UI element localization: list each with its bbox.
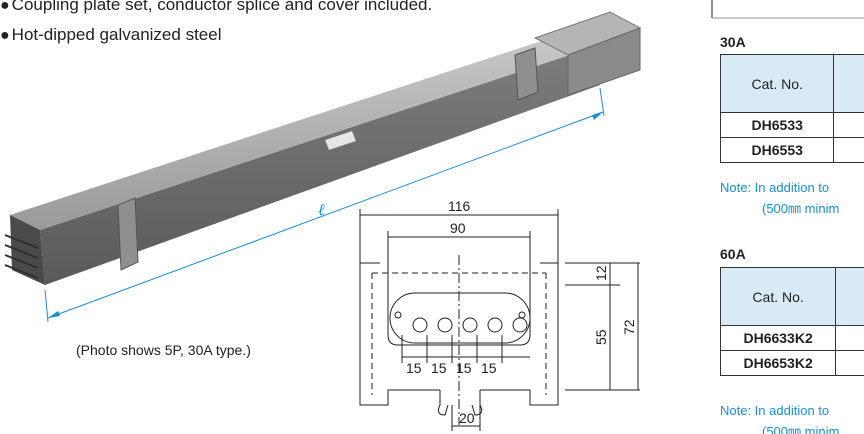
note-30a-line1: Note: In addition to [720, 180, 830, 195]
note-60a-line1: Note: In addition to [720, 403, 830, 418]
insulator [389, 292, 531, 344]
header-cell-extra [833, 54, 864, 113]
cat-no-header: Cat. No. [719, 267, 837, 326]
section-30a-label: 30A [720, 34, 746, 50]
product-photo: ℓ [4, 11, 642, 323]
row-cell-extra [835, 350, 864, 376]
row-cell-extra [835, 325, 864, 351]
dim-90-label: 90 [450, 220, 466, 236]
product-label [324, 130, 357, 151]
coupling-plate-front [117, 197, 139, 271]
cover-dashed [371, 272, 547, 395]
cat-no-cell: DH6633K2 [719, 325, 837, 351]
row-cell-extra [833, 137, 864, 163]
dim-55-label: 55 [593, 329, 609, 345]
length-symbol: ℓ [318, 202, 325, 219]
spec-panel: 30A Cat. No. DH6533 DH6553 Note: In addi… [700, 0, 864, 434]
cat-no-cell: DH6553 [719, 137, 835, 163]
note-60a-line2: (500㎜ minim [762, 424, 840, 434]
table-row: DH6653K2 [719, 350, 864, 376]
slot-hook-left [437, 390, 449, 416]
table-header-row: Cat. No. [719, 267, 864, 326]
bullet-text: Hot-dipped galvanized steel [11, 25, 222, 44]
bullet-coupling: ●Coupling plate set, conductor splice an… [0, 0, 432, 15]
arrow-left [48, 311, 60, 318]
end-cap-side [567, 27, 641, 96]
length-extension-right [599, 87, 605, 117]
coupling-plate-back [514, 47, 539, 101]
table-row: DH6633K2 [719, 325, 864, 351]
conductor-ends [4, 234, 39, 279]
table-header-row: Cat. No. [719, 54, 864, 113]
length-extension-left [44, 289, 49, 323]
dim-12-label: 12 [593, 265, 609, 281]
bullet-text: Coupling plate set, conductor splice and… [11, 0, 433, 14]
partial-drawing [711, 0, 864, 19]
header-cell-extra [835, 267, 864, 326]
dim-72-label: 72 [621, 319, 637, 335]
cat-no-cell: DH6533 [719, 112, 835, 138]
dim-116-label: 116 [448, 198, 471, 214]
section-60a-label: 60A [720, 246, 746, 262]
table-30a: Cat. No. DH6533 DH6553 [719, 54, 864, 163]
dim-pitch-2: 15 [431, 360, 447, 376]
housing-outline [359, 263, 559, 406]
dim-pitch-4: 15 [481, 360, 497, 376]
row-cell-extra [833, 112, 864, 138]
length-dimension-line [47, 111, 604, 319]
photo-caption: (Photo shows 5P, 30A type.) [76, 342, 251, 358]
cat-no-cell: DH6653K2 [719, 350, 837, 376]
table-row: DH6533 [719, 112, 864, 138]
table-row: DH6553 [719, 137, 864, 163]
duct-top [10, 30, 600, 230]
dim-20-label: 20 [459, 410, 475, 426]
cross-section-drawing: 116 90 15 15 15 15 20 12 55 72 [359, 198, 640, 431]
arrow-right [592, 112, 603, 120]
note-30a-line2: (500㎜ minim [762, 201, 840, 216]
bullet-galvanized: ●Hot-dipped galvanized steel [0, 25, 221, 45]
conductor-slots [412, 317, 528, 333]
table-60a: Cat. No. DH6633K2 DH6653K2 [719, 267, 864, 376]
bullet-dot: ● [0, 0, 10, 14]
cat-no-header: Cat. No. [719, 54, 835, 113]
bullet-dot: ● [0, 27, 10, 44]
dim-pitch-3: 15 [456, 360, 472, 376]
duct-side [40, 45, 600, 285]
dim-pitch-1: 15 [406, 360, 422, 376]
